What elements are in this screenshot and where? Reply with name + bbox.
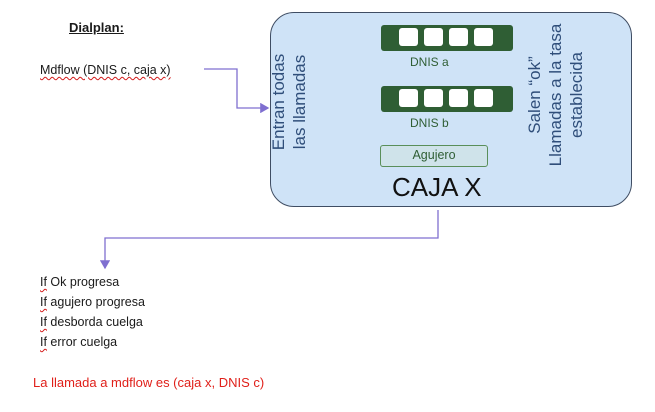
condition-item: If agujero progresa xyxy=(40,295,145,309)
dnis-b-strip xyxy=(381,86,513,112)
outgoing-line-1: Salen “ok” xyxy=(525,56,544,134)
caja-x-label: CAJA X xyxy=(392,172,482,202)
page-title: Dialplan: xyxy=(69,20,124,35)
incoming-line-1: Entran todas xyxy=(269,53,288,151)
outgoing-line-3: establecida xyxy=(567,52,586,139)
incoming-calls-text: Entran todas las llamadas xyxy=(268,32,310,172)
dnis-a-label: DNIS a xyxy=(410,55,449,69)
agujero-box: Agujero xyxy=(380,145,488,167)
condition-item: If Ok progresa xyxy=(40,275,120,289)
call-note: La llamada a mdflow es (caja x, DNIS c) xyxy=(33,375,265,390)
output-arrow xyxy=(99,210,439,270)
slot-icon xyxy=(424,28,443,46)
slot-icon xyxy=(399,89,418,107)
slot-icon xyxy=(424,89,443,107)
condition-item: If desborda cuelga xyxy=(40,315,143,329)
slot-icon xyxy=(474,89,493,107)
input-arrow xyxy=(204,68,270,114)
conditions-list: If Ok progresa If agujero progresa If de… xyxy=(40,272,145,352)
dnis-b-label: DNIS b xyxy=(410,116,449,130)
slot-icon xyxy=(399,28,418,46)
dnis-a-strip xyxy=(381,25,513,51)
slot-icon xyxy=(449,89,468,107)
incoming-line-2: las llamadas xyxy=(290,54,309,150)
condition-item: If error cuelga xyxy=(40,335,118,349)
slot-icon xyxy=(474,28,493,46)
input-call-label: Mdflow (DNIS c, caja x) xyxy=(40,63,171,77)
outgoing-calls-text: Salen “ok” Llamadas a la tasa establecid… xyxy=(524,10,587,180)
outgoing-line-2: Llamadas a la tasa xyxy=(546,23,565,167)
mdflow-call-text: Mdflow (DNIS c, caja x) xyxy=(40,63,171,77)
slot-icon xyxy=(449,28,468,46)
